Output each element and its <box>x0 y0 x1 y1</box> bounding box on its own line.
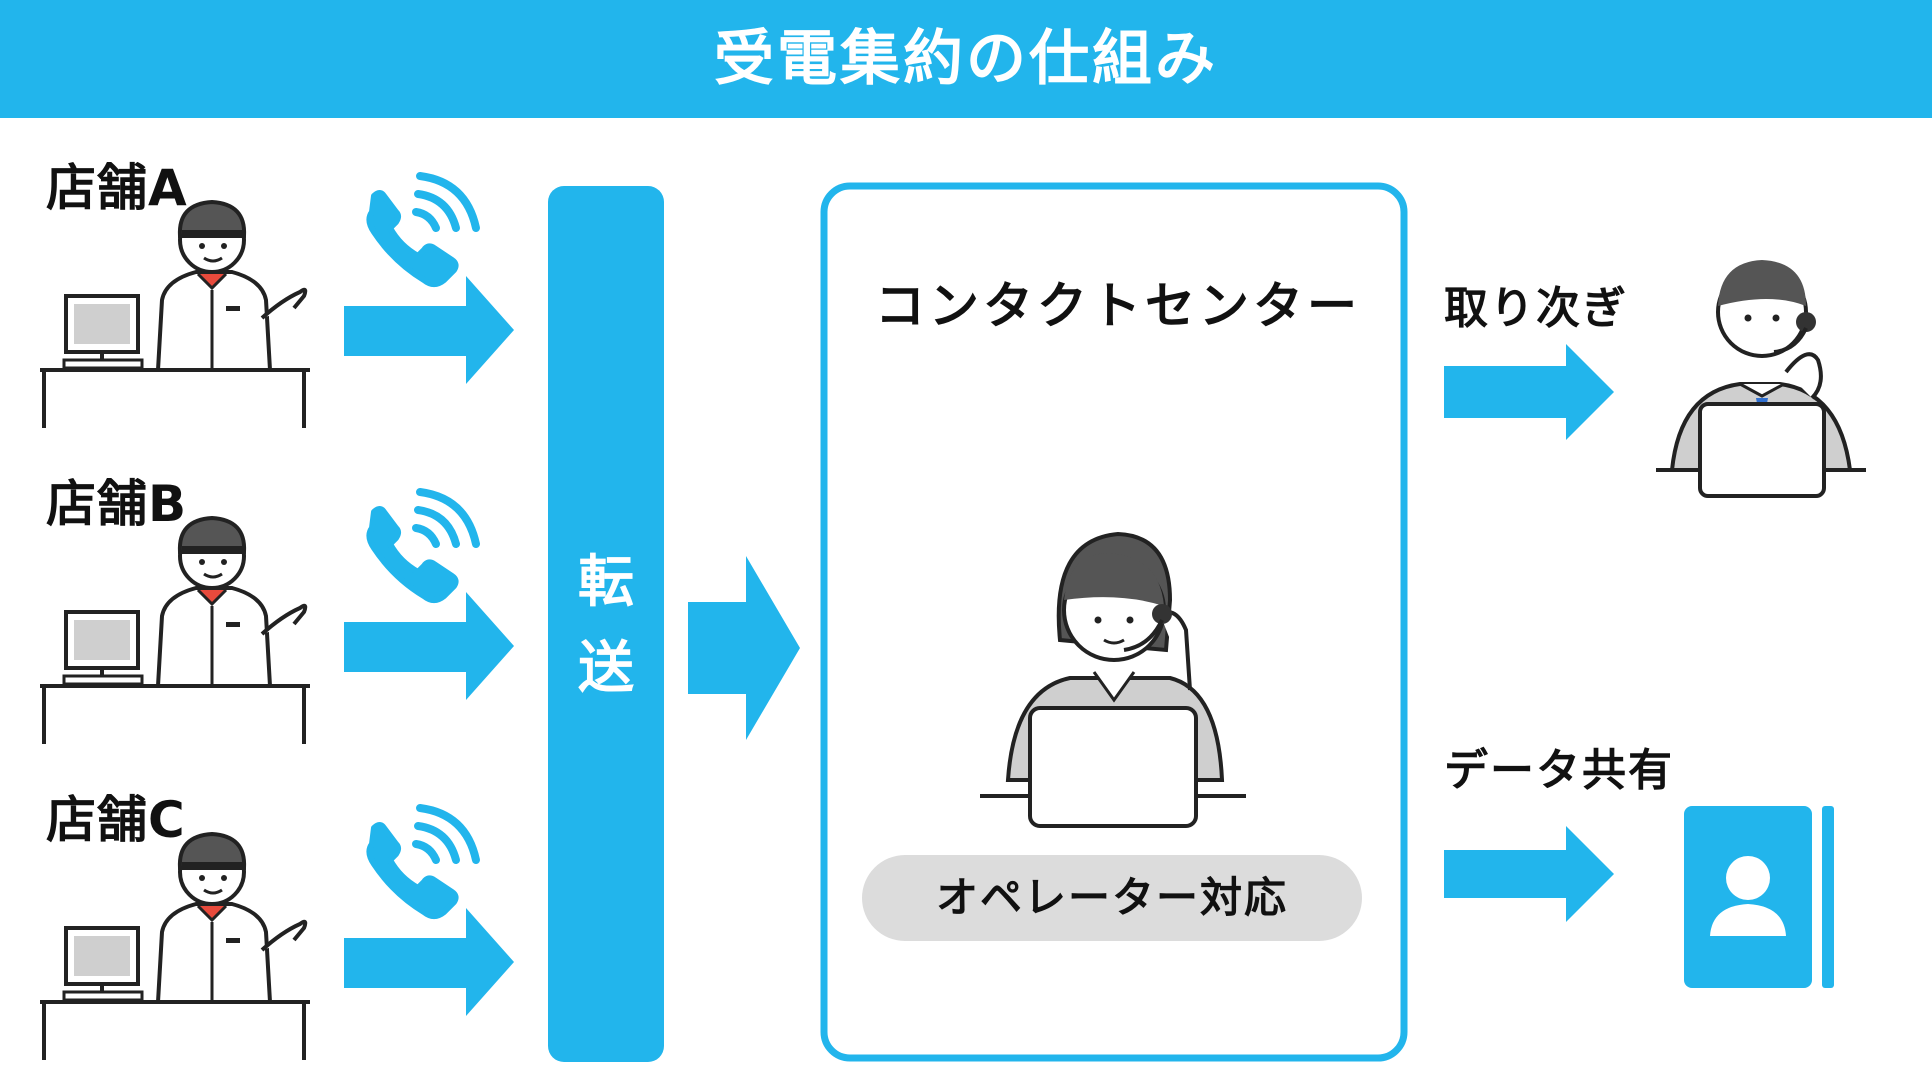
transfer-label-line2: 送 <box>578 636 634 701</box>
operator-label: オペレーター対応 <box>935 873 1288 922</box>
data-share-label: データ共有 <box>1444 745 1674 796</box>
phone-ringing-icon <box>369 808 476 916</box>
store-label: 店舗C <box>46 791 186 849</box>
arrow-right-icon <box>688 556 800 740</box>
transfer-label: 転 送 <box>548 540 664 712</box>
header-band <box>0 0 1932 118</box>
store-b: 店舗B <box>0 464 340 764</box>
phone-ringing-icon <box>366 172 480 287</box>
operator-pill <box>862 855 1362 941</box>
contact-book-icon <box>1684 806 1834 988</box>
transfer-label-line1: 転 <box>578 550 634 615</box>
store-a: 店舗A <box>0 148 340 448</box>
arrow-right-icon <box>344 276 514 384</box>
store-label: 店舗B <box>46 475 188 533</box>
operator-headset-illustration <box>980 531 1246 828</box>
staff-headset-illustration <box>1656 260 1866 498</box>
arrow-right-icon <box>1444 826 1614 922</box>
header: 受電集約の仕組み <box>0 0 1932 118</box>
arrow-right-icon <box>344 592 514 700</box>
handoff-label: 取り次ぎ <box>1444 283 1628 334</box>
arrow-right-icon <box>1444 344 1614 440</box>
store-c: 店舗C <box>0 780 340 1080</box>
store-clerk-illustration <box>40 199 310 428</box>
contact-center-title: コンタクトセンター <box>875 277 1361 335</box>
page-title: 受電集約の仕組み <box>714 24 1218 94</box>
phone-ringing-icon <box>369 492 476 600</box>
transfer-bar <box>548 186 664 1062</box>
store-label: 店舗A <box>46 159 188 217</box>
arrow-right-icon <box>344 908 514 1016</box>
